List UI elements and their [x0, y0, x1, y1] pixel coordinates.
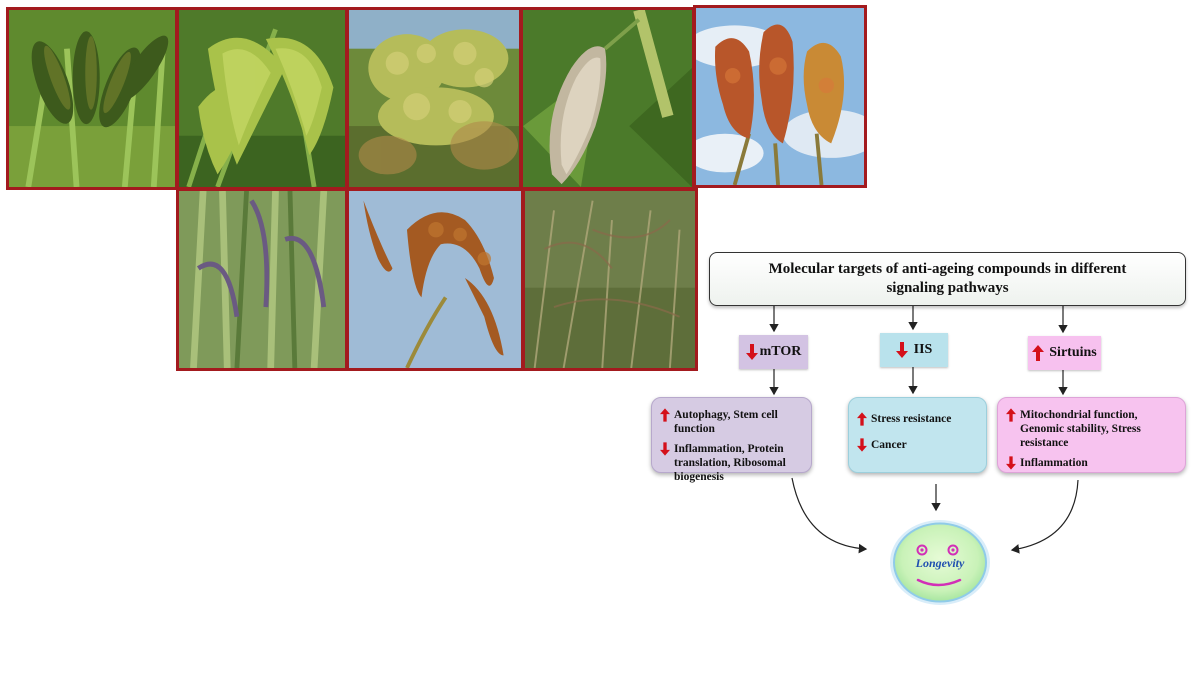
effect-item: Cancer [857, 438, 980, 452]
photo-finger-millet [6, 7, 178, 190]
effect-item: Mitochondrial function, Genomic stabilit… [1006, 408, 1179, 450]
pathway-iis: IIS [880, 333, 948, 367]
photo-barnyard-millet [346, 188, 524, 371]
up-arrow-icon [1032, 345, 1045, 361]
diagram-title: Molecular targets of anti-ageing compoun… [709, 252, 1186, 306]
effect-text: Inflammation, Protein translation, Ribos… [674, 443, 786, 483]
pathway-mtor: mTOR [739, 335, 808, 369]
effect-text: Autophagy, Stem cell function [674, 409, 778, 435]
effects-iis: Stress resistance Cancer [848, 397, 987, 473]
effects-sirtuins: Mitochondrial function, Genomic stabilit… [997, 397, 1186, 473]
photo-proso-millet [346, 7, 522, 190]
photo-foxtail-millet [176, 7, 348, 190]
down-arrow-icon [745, 344, 758, 360]
longevity-label: Longevity [915, 556, 965, 570]
down-arrow-icon [857, 438, 869, 452]
pathway-sirtuins: Sirtuins [1028, 336, 1101, 370]
effect-text: Cancer [871, 439, 907, 451]
pathway-sirtuins-label: Sirtuins [1049, 345, 1097, 360]
smiley-face-icon [916, 544, 962, 587]
up-arrow-icon [660, 408, 672, 422]
photo-sorghum [693, 5, 867, 188]
arrow-sirtuins-to-longevity [1010, 479, 1079, 554]
effect-item: Inflammation, Protein translation, Ribos… [660, 442, 805, 484]
effect-text: Stress resistance [871, 413, 952, 425]
photo-little-millet [522, 188, 698, 371]
effect-text: Mitochondrial function, Genomic stabilit… [1020, 409, 1141, 449]
effect-item: Inflammation [1006, 456, 1179, 470]
pathway-mtor-label: mTOR [759, 344, 802, 359]
photo-kodo-millet [176, 188, 348, 371]
effect-item: Stress resistance [857, 412, 980, 426]
down-arrow-icon [660, 442, 672, 456]
arrow-mtor-to-longevity [791, 477, 868, 554]
photo-pearl-millet [520, 7, 695, 190]
effect-text: Inflammation [1020, 457, 1088, 469]
down-arrow-icon [1006, 456, 1018, 470]
longevity-outcome: Longevity [888, 518, 992, 607]
pathway-iis-label: IIS [913, 342, 933, 357]
down-arrow-icon [895, 342, 908, 358]
effects-mtor: Autophagy, Stem cell function Inflammati… [651, 397, 812, 483]
effect-item: Autophagy, Stem cell function [660, 408, 805, 436]
up-arrow-icon [857, 412, 869, 426]
up-arrow-icon [1006, 408, 1018, 422]
